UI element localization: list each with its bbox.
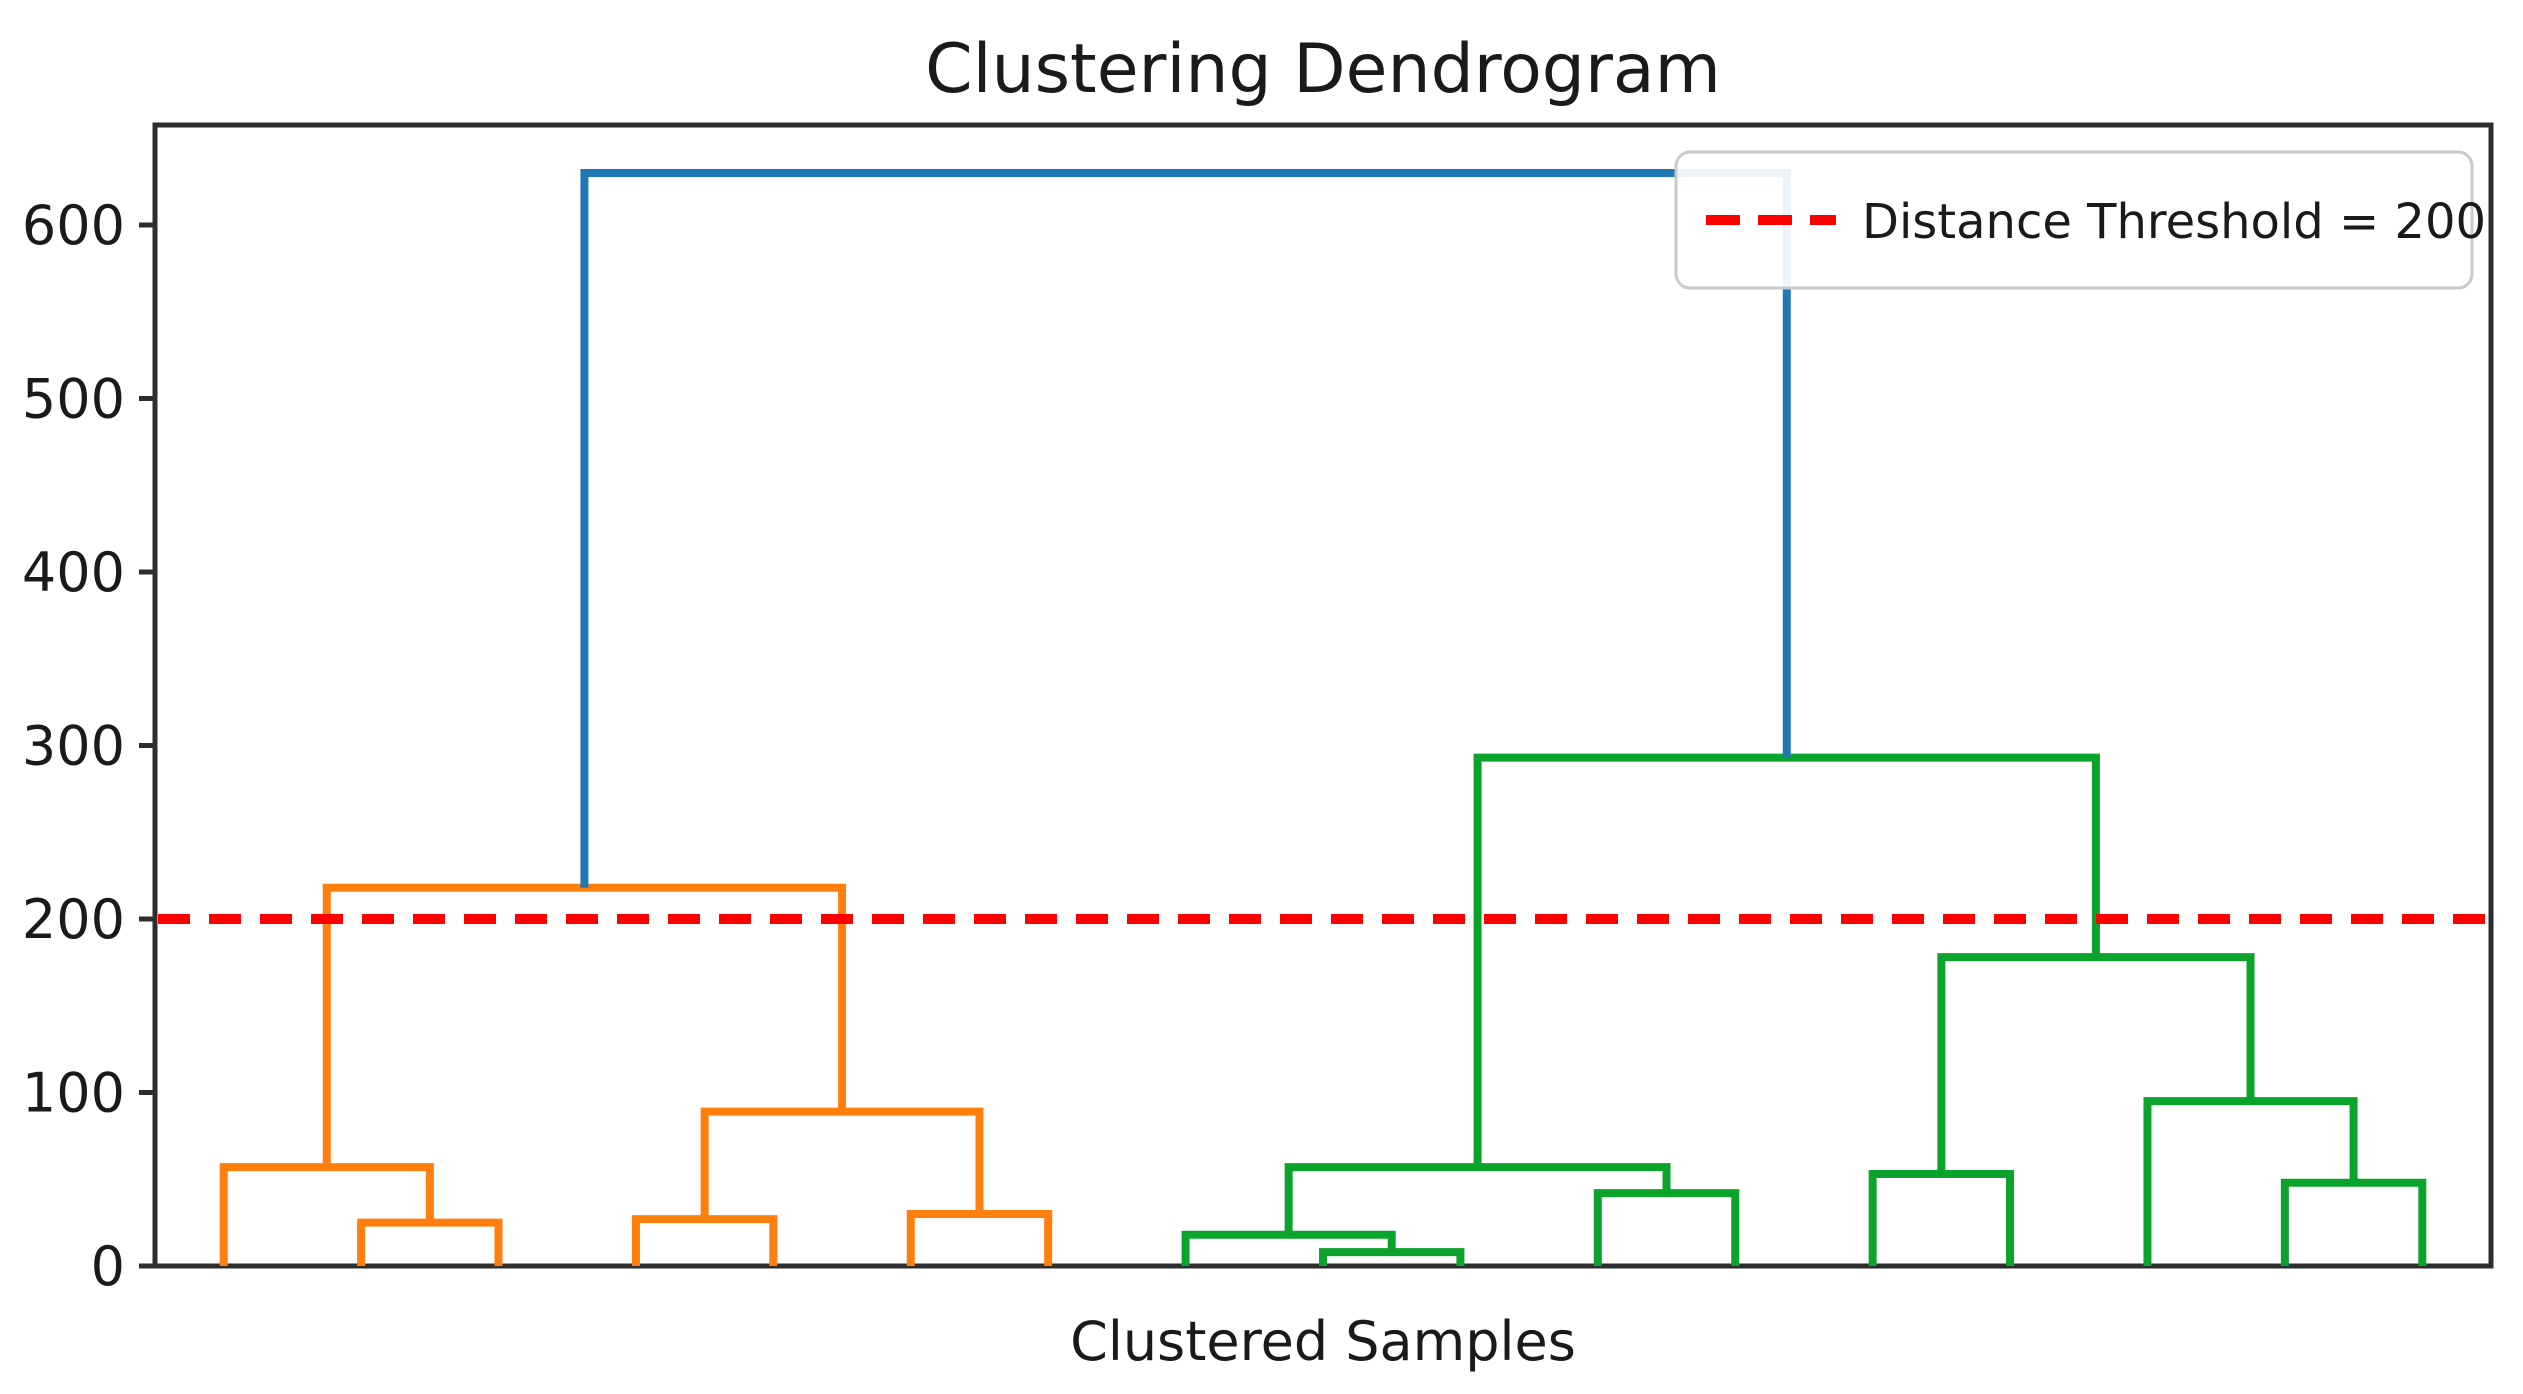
y-axis: 0 100 200 300 400 500 600 <box>22 194 155 1298</box>
x-axis-label: Clustered Samples <box>1070 1310 1576 1373</box>
dendrogram-link-M2 <box>631 1215 778 1266</box>
dendrogram-link-M13 <box>1937 953 2255 1175</box>
dendrogram-link-M5 <box>322 883 847 1168</box>
y-tick-label: 400 <box>22 541 125 604</box>
y-tick-label: 0 <box>91 1235 125 1298</box>
y-tick-label: 600 <box>22 194 125 257</box>
dendrogram-link-M11 <box>2280 1178 2427 1266</box>
dendrogram-link-M8 <box>1593 1189 1740 1266</box>
plot-area-frame <box>152 122 2494 1269</box>
y-tick-label: 100 <box>22 1062 125 1125</box>
dendrogram-link-M4 <box>700 1107 984 1220</box>
y-tick-label: 500 <box>22 368 125 431</box>
chart-title: Clustering Dendrogram <box>925 30 1721 109</box>
dendrogram-link-M12 <box>2143 1097 2358 1266</box>
dendrogram-link-M15 <box>580 168 1791 888</box>
dendrogram-links <box>219 168 2427 1266</box>
dendrogram-link-M0 <box>357 1218 503 1266</box>
legend-label: Distance Threshold = 200 <box>1862 194 2486 250</box>
dendrogram-link-M10 <box>1868 1170 2015 1266</box>
dendrogram-link-M9 <box>1284 1163 1671 1235</box>
y-tick-label: 300 <box>22 715 125 778</box>
dendrogram-link-M3 <box>906 1209 1053 1266</box>
y-tick-label: 200 <box>22 888 125 951</box>
legend-box <box>1674 150 2474 290</box>
dendrogram-link-M1 <box>219 1163 434 1266</box>
dendrogram-link-M14 <box>1473 753 2100 1168</box>
legend: Distance Threshold = 200 <box>1674 150 2486 290</box>
